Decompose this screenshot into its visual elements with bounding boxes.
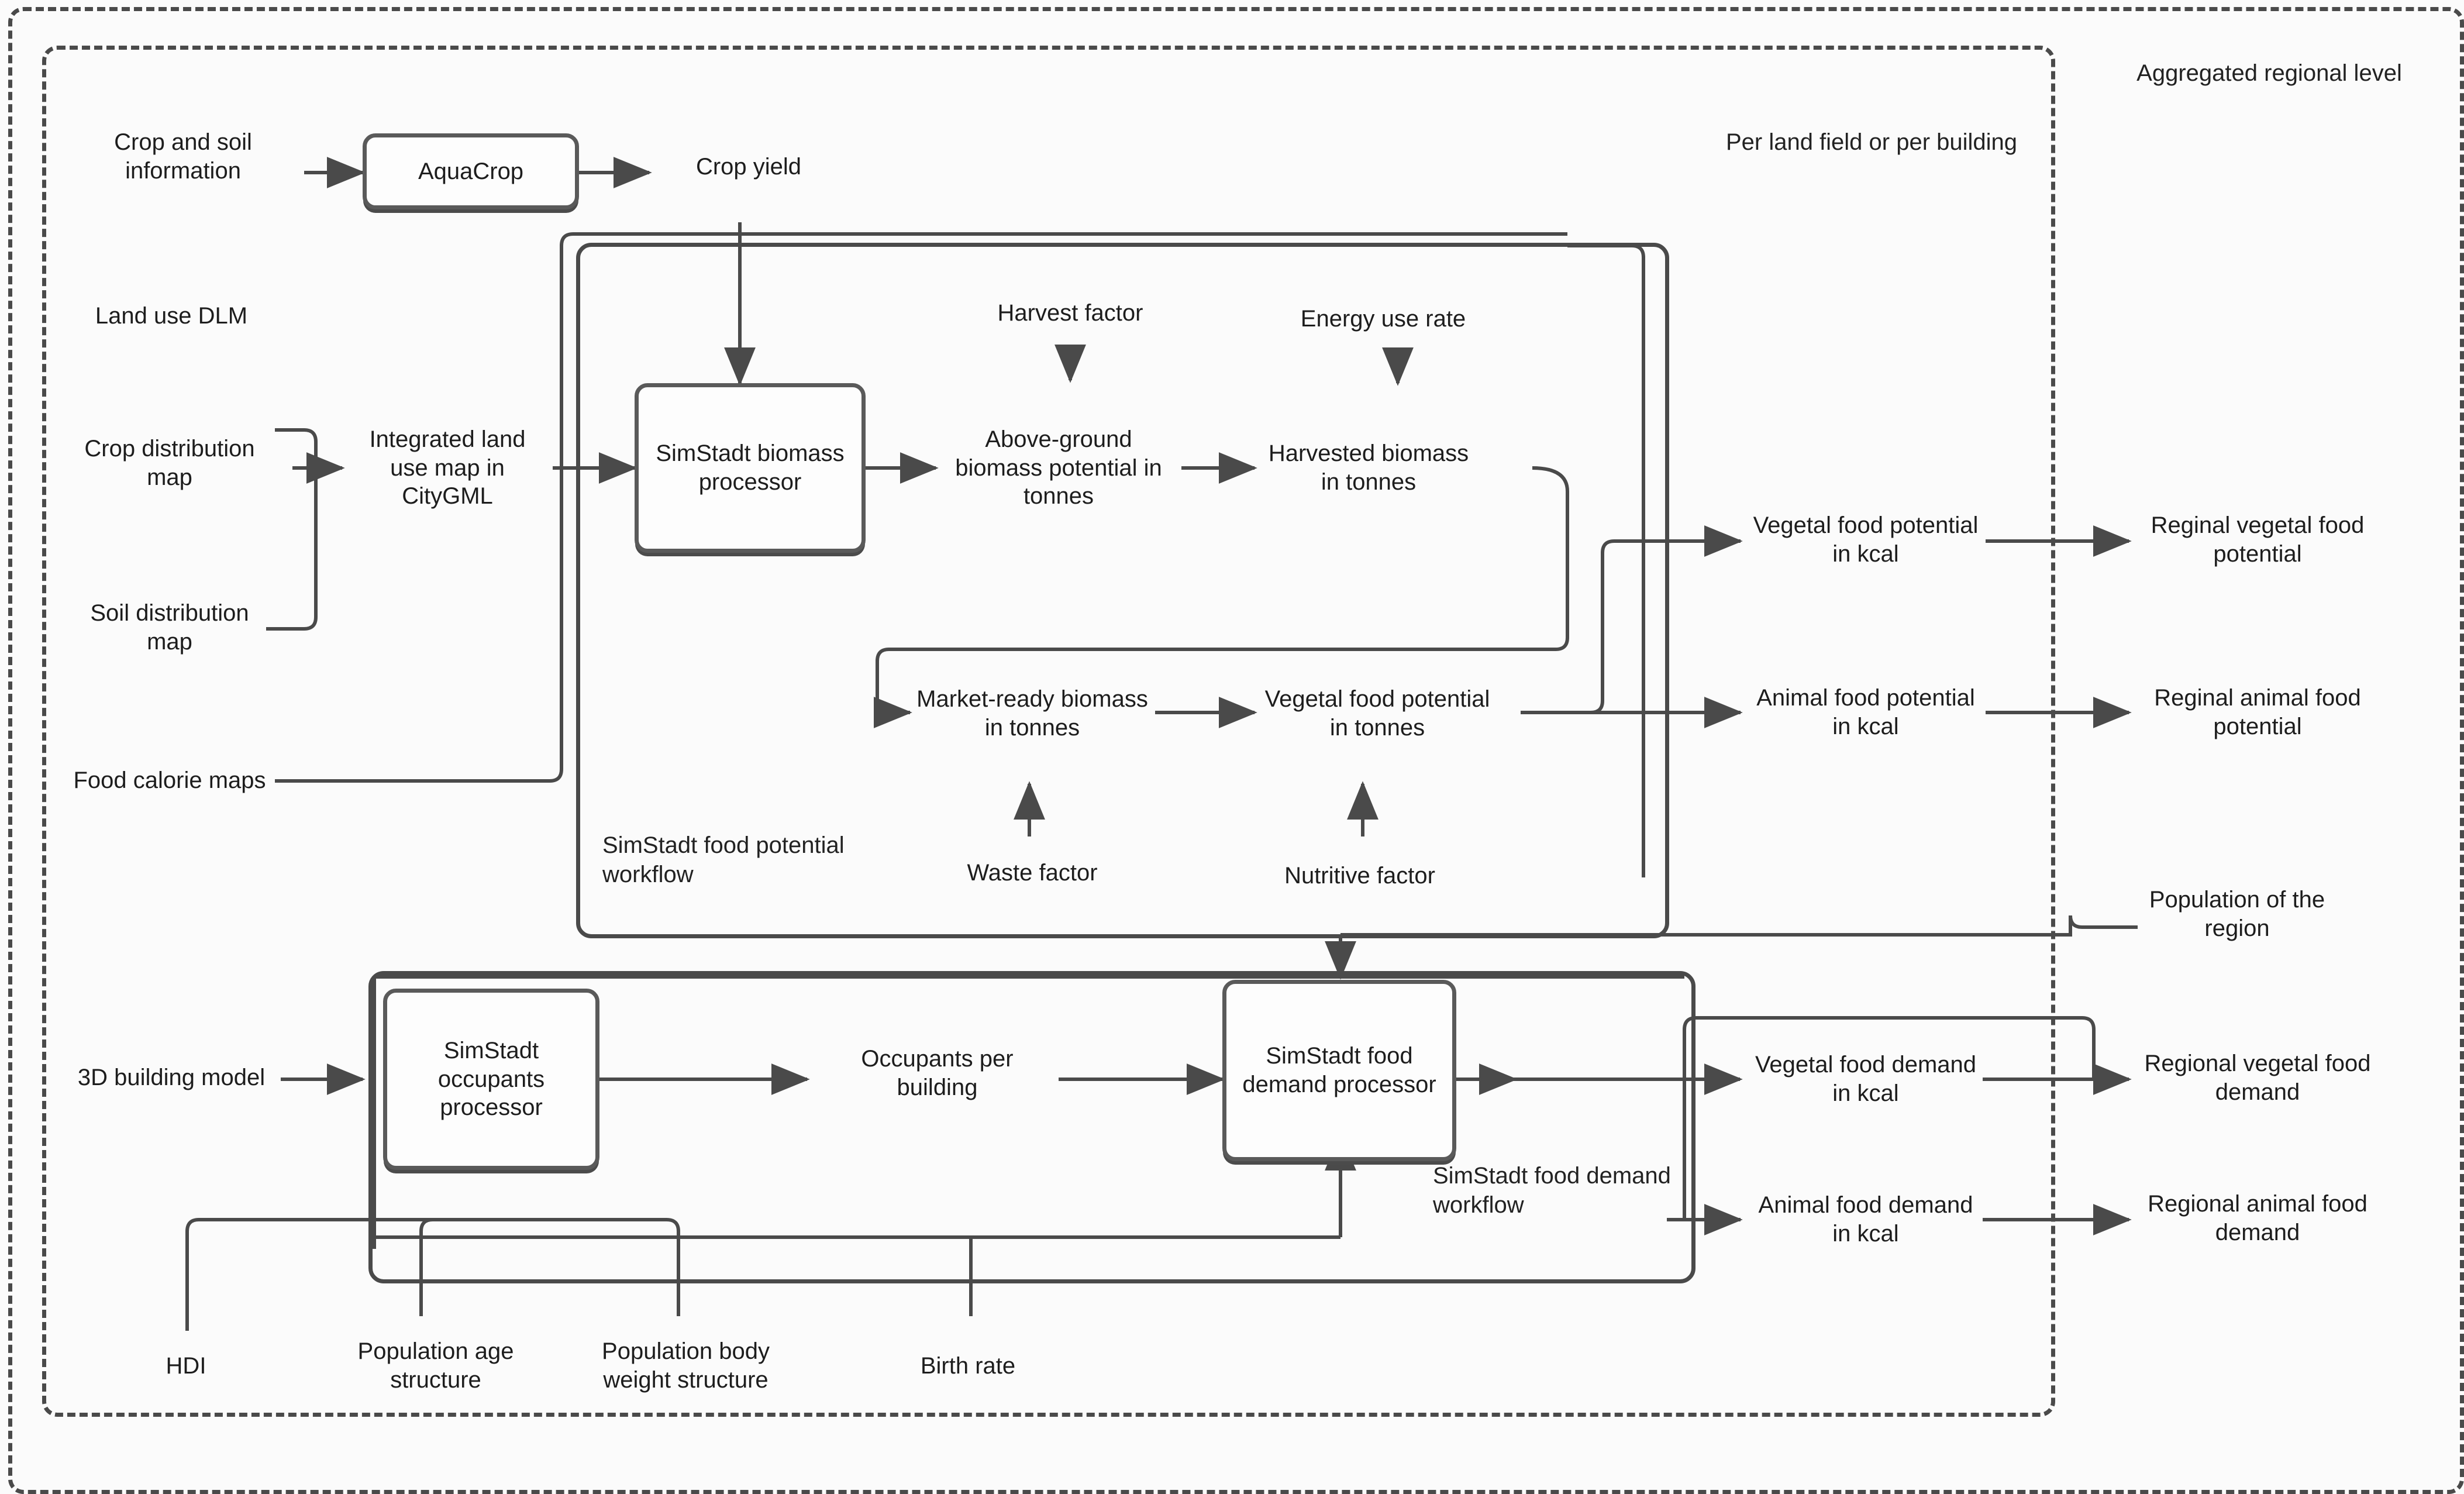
node-regional-animal-food-demand[interactable]: Regional animal food demand (2135, 1158, 2380, 1278)
node-vegetal-food-potential-kcal[interactable]: Vegetal food potential in kcal (1746, 491, 1986, 588)
node-regional-vegetal-food-demand[interactable]: Regional vegetal food demand (2135, 1018, 2380, 1138)
node-harvest-factor[interactable]: Harvest factor (945, 281, 1196, 345)
node-harvested-biomass[interactable]: Harvested biomass in tonnes (1255, 383, 1483, 553)
node-aquacrop[interactable]: AquaCrop (363, 133, 579, 209)
node-population-body-weight-structure[interactable]: Population body weight structure (561, 1313, 810, 1419)
food-potential-workflow-label: SimStadt food potential workflow (602, 832, 845, 887)
node-reginal-vegetal-food-potential[interactable]: Reginal vegetal food potential (2135, 491, 2380, 588)
food-demand-workflow-label: SimStadt food demand workflow (1433, 1163, 1671, 1218)
node-vegetal-food-demand-kcal[interactable]: Vegetal food demand in kcal (1746, 1030, 1986, 1129)
node-3d-building-model[interactable]: 3D building model (69, 1027, 274, 1129)
node-crop-yield[interactable]: Crop yield (649, 111, 848, 222)
node-simstadt-biomass-processor[interactable]: SimStadt biomass processor (635, 383, 866, 553)
node-integrated-land-use-map[interactable]: Integrated land use map in CityGML (342, 395, 553, 541)
node-birth-rate[interactable]: Birth rate (848, 1313, 1088, 1419)
node-population-of-the-region[interactable]: Population of the region (2129, 866, 2345, 962)
node-simstadt-food-demand-processor[interactable]: SimStadt food demand processor (1222, 980, 1456, 1161)
node-animal-food-demand-kcal[interactable]: Animal food demand in kcal (1746, 1170, 1986, 1269)
node-soil-distribution-map[interactable]: Soil distribution map (64, 555, 275, 701)
node-hdi[interactable]: HDI (87, 1313, 285, 1419)
per-field-caption: Per land field or per building (1725, 129, 2018, 155)
node-vegetal-food-potential-tonnes[interactable]: Vegetal food potential in tonnes (1255, 632, 1500, 796)
food-demand-workflow-container (368, 971, 1695, 1283)
node-above-ground-biomass-potential[interactable]: Above-ground biomass potential in tonnes (936, 380, 1181, 556)
node-land-use-dlm[interactable]: Land use DLM (69, 269, 274, 363)
node-energy-use-rate[interactable]: Energy use rate (1290, 281, 1477, 357)
node-market-ready-biomass[interactable]: Market-ready biomass in tonnes (909, 632, 1155, 796)
node-food-calorie-maps[interactable]: Food calorie maps (64, 715, 275, 846)
node-population-age-structure[interactable]: Population age structure (328, 1313, 544, 1419)
node-simstadt-occupants-processor[interactable]: SimStadt occupants processor (383, 989, 599, 1170)
node-reginal-animal-food-potential[interactable]: Reginal animal food potential (2135, 664, 2380, 760)
node-crop-distribution-map[interactable]: Crop distribution map (64, 393, 275, 533)
node-crop-and-soil-information[interactable]: Crop and soil information (69, 110, 297, 204)
food-potential-workflow-container (576, 243, 1669, 938)
node-occupants-per-building[interactable]: Occupants per building (819, 1018, 1056, 1129)
outer-region-border (8, 7, 2464, 1494)
node-animal-food-potential-kcal[interactable]: Animal food potential in kcal (1746, 664, 1986, 760)
node-waste-factor[interactable]: Waste factor (930, 838, 1135, 908)
node-nutritive-factor[interactable]: Nutritive factor (1266, 838, 1453, 914)
aggregated-region-caption: Aggregated regional level (2136, 60, 2402, 86)
